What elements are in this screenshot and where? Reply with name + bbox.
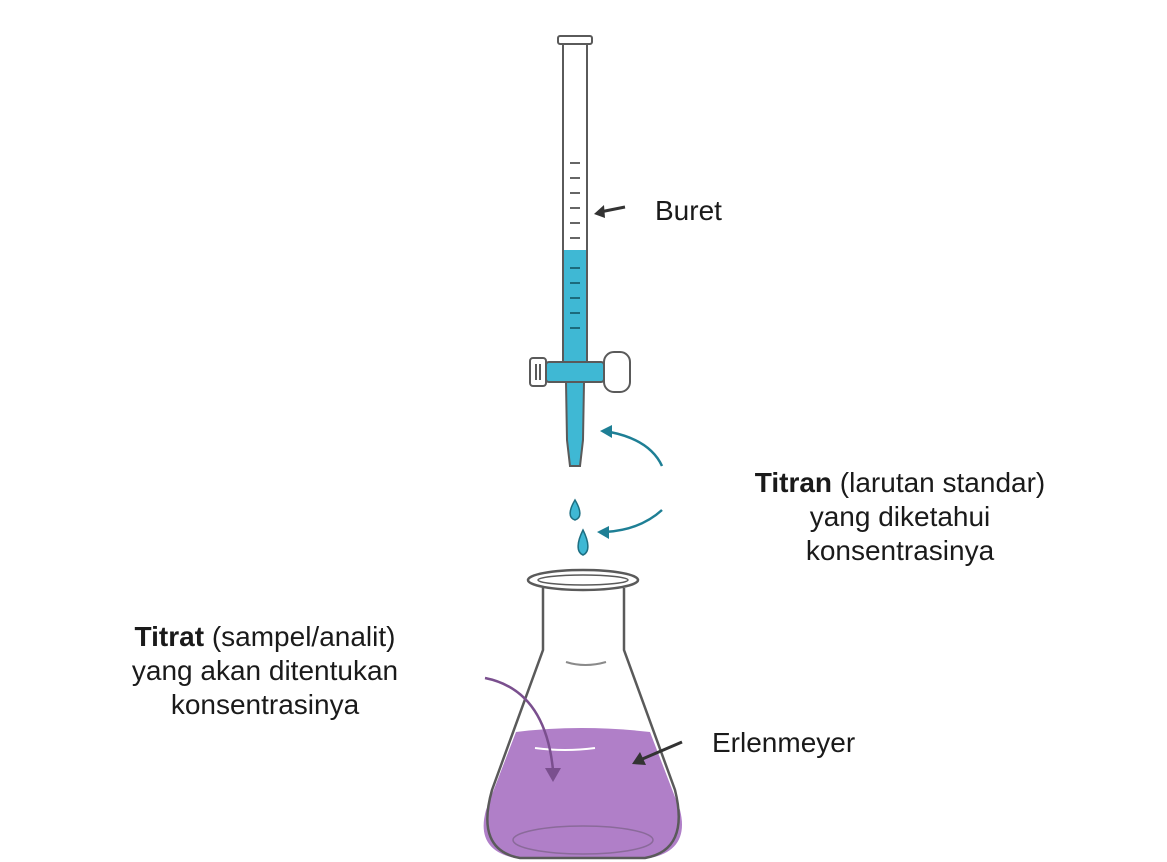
titrat-label: Titrat (sampel/analit) yang akan ditentu…	[60, 620, 470, 722]
erlenmeyer-arrow	[632, 740, 683, 765]
titran-term: Titran	[754, 467, 833, 498]
titrant-drops	[569, 498, 589, 556]
titran-label-line1: Titran (larutan standar)	[700, 466, 1100, 500]
titran-label-line2: yang diketahui	[809, 501, 991, 532]
buret-arrow	[594, 205, 626, 218]
titrat-label-line2: yang akan ditentukan	[131, 655, 399, 686]
erlenmeyer-label: Erlenmeyer	[712, 726, 855, 760]
titrat-desc: (sampel/analit)	[204, 621, 396, 652]
erlenmeyer-flask	[483, 568, 682, 860]
titran-label-line3: konsentrasinya	[805, 535, 995, 566]
titrat-label-line3: konsentrasinya	[170, 689, 360, 720]
erlenmeyer-label-text: Erlenmeyer	[712, 727, 856, 758]
buret-label-text: Buret	[655, 195, 722, 226]
titran-arrows	[604, 430, 664, 534]
titrat-arrow	[484, 676, 561, 782]
titrat-term: Titrat	[134, 621, 205, 652]
titran-desc: (larutan standar)	[832, 467, 1046, 498]
buret-label: Buret	[655, 194, 722, 228]
buret	[529, 35, 631, 467]
titran-label: Titran (larutan standar) yang diketahui …	[700, 466, 1100, 568]
titrat-label-line1: Titrat (sampel/analit)	[60, 620, 470, 654]
